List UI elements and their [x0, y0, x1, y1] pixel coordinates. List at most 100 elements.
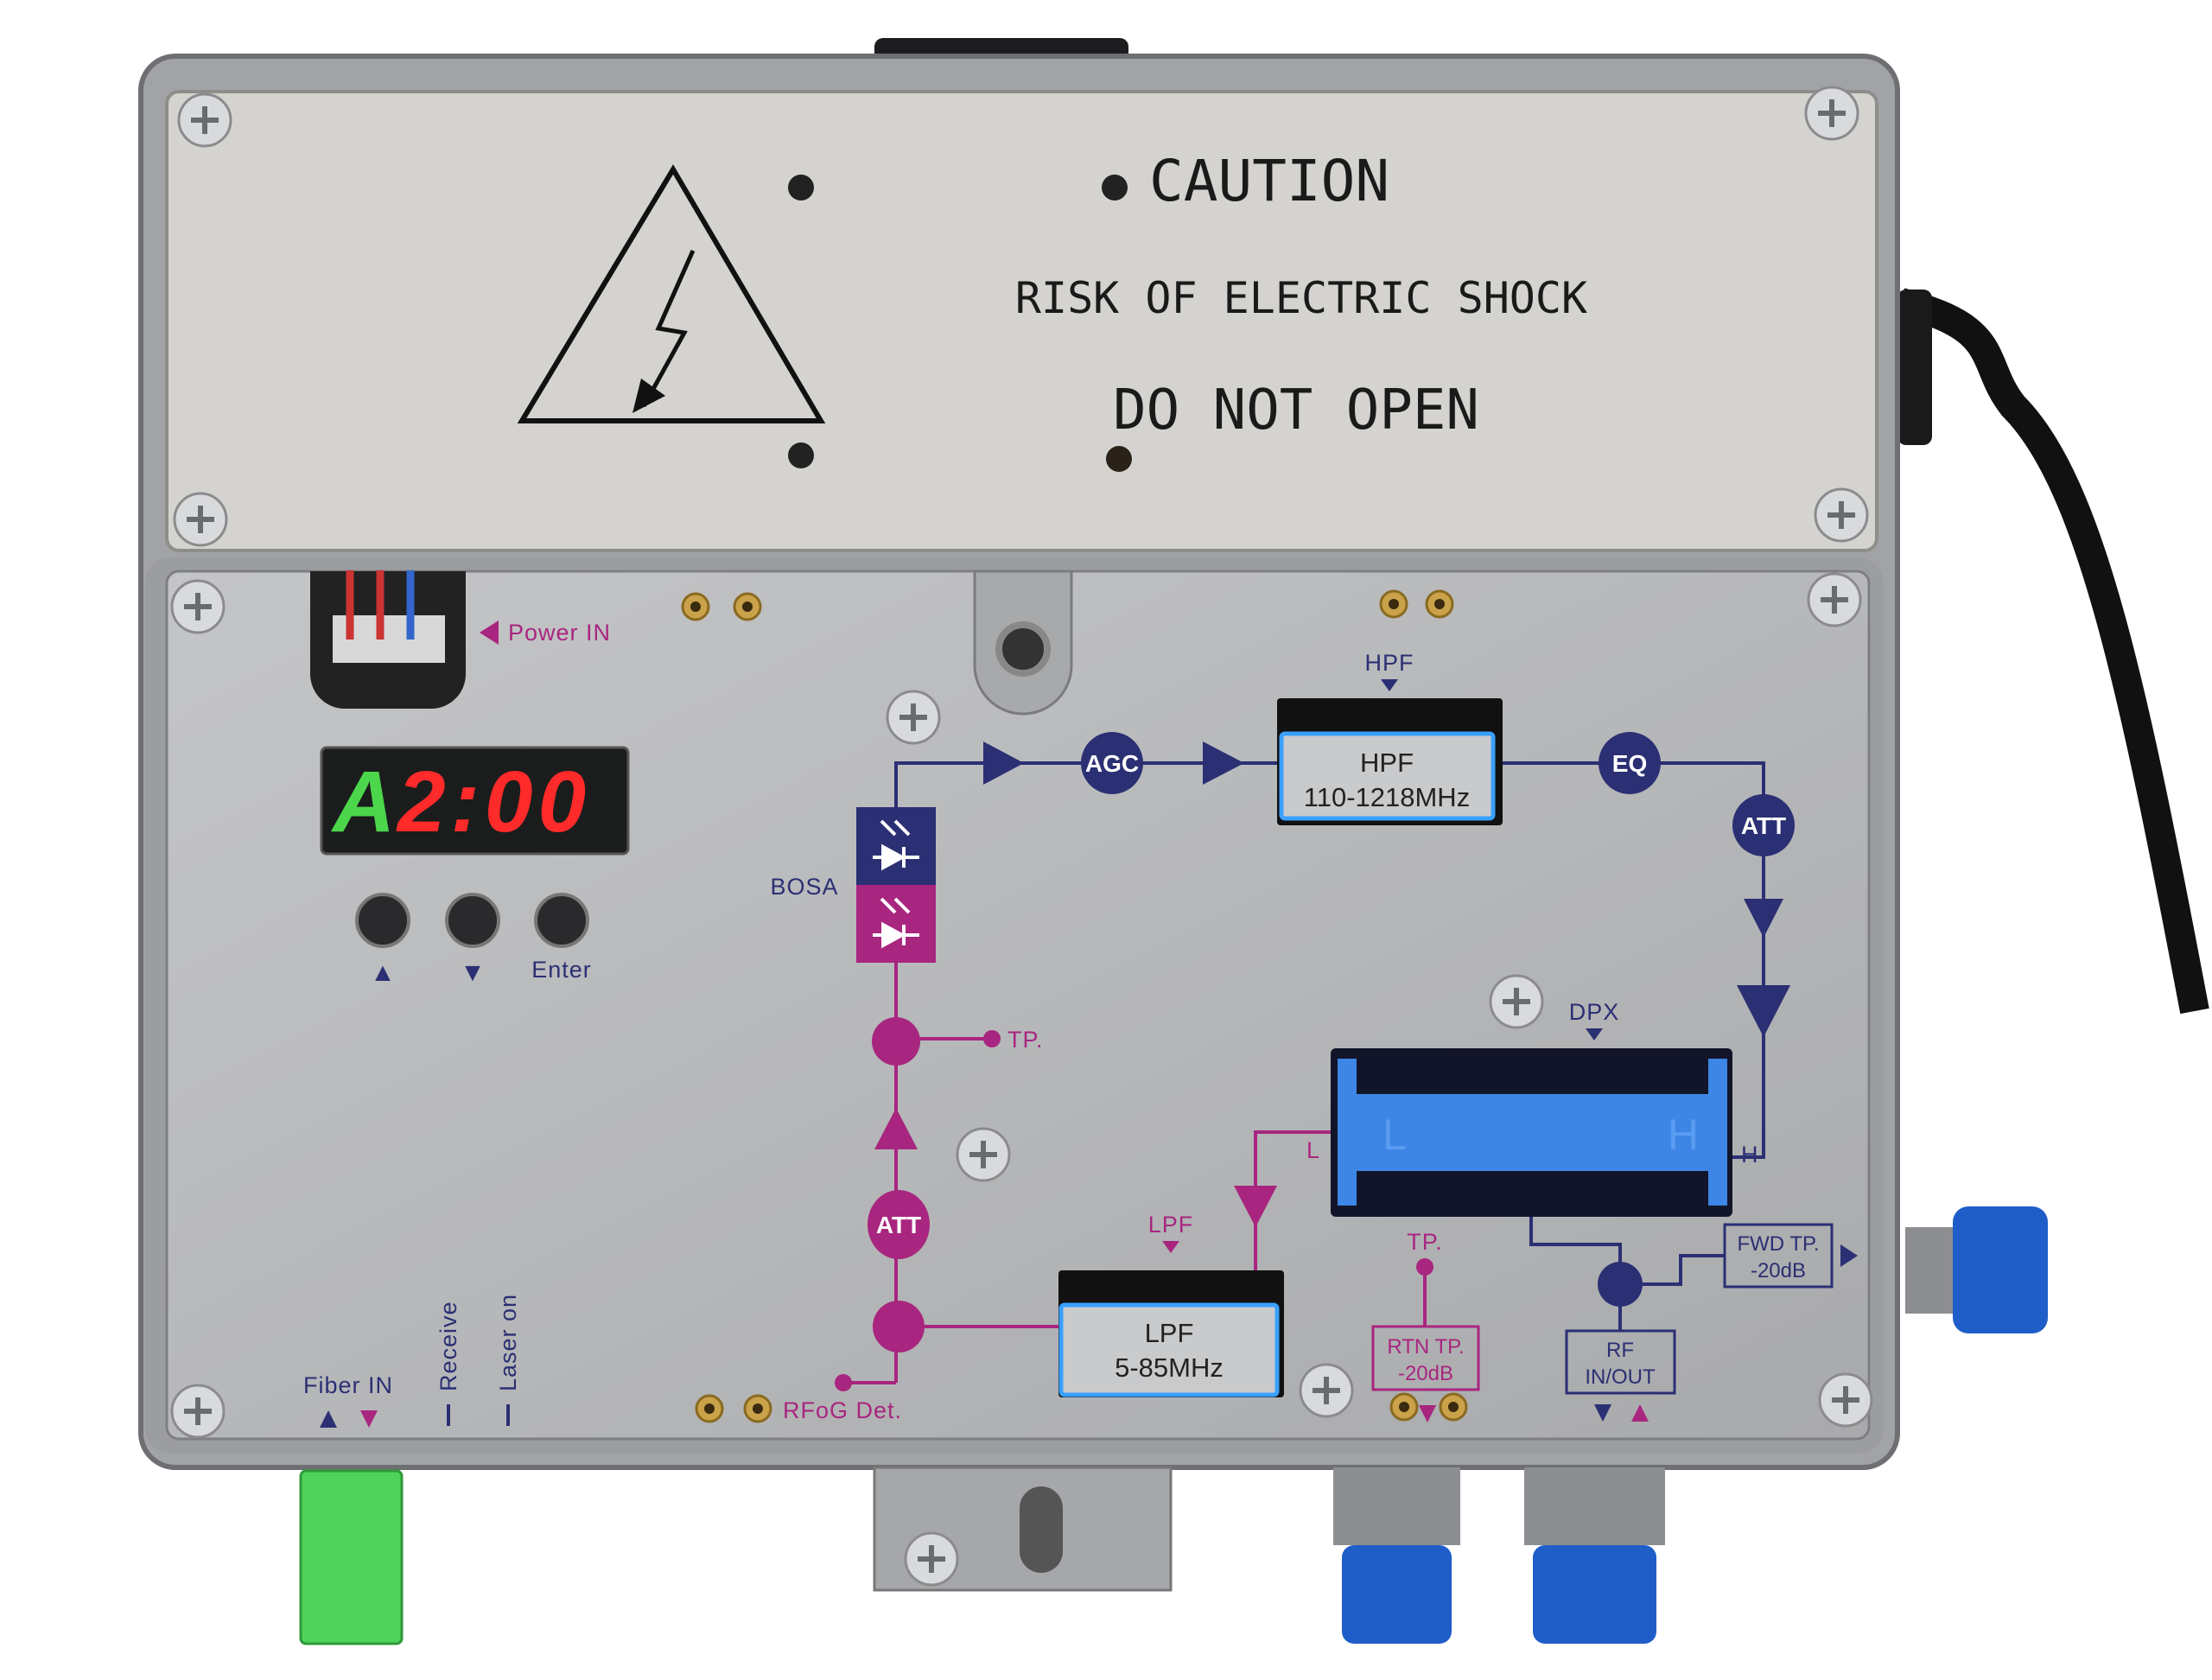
eq-block — [1599, 732, 1661, 794]
tp-dot — [983, 1030, 1001, 1047]
bosa-receiver — [856, 807, 936, 885]
rtn-tp-label: RTN TP. — [1387, 1335, 1464, 1359]
screw-icon — [172, 581, 224, 633]
lpf-label: LPF — [1148, 1212, 1194, 1238]
forward-att-block — [1732, 794, 1795, 856]
photodiode-icon — [873, 819, 919, 871]
forward-coupler-icon — [1598, 1262, 1643, 1307]
return-amp-icon — [1234, 1186, 1277, 1227]
screw-icon — [1806, 87, 1858, 139]
rtn-tp-level: -20dB — [1398, 1362, 1453, 1385]
dpx-h-label: H — [1741, 1142, 1759, 1168]
fiber-up-arrow-icon — [320, 1410, 337, 1428]
cover-hole — [788, 442, 814, 468]
lightning-arrowhead-icon — [632, 379, 665, 413]
enter-button[interactable] — [534, 893, 589, 948]
fwd-tp-level: -20dB — [1751, 1259, 1806, 1282]
dpx-insert-l: L — [1382, 1110, 1407, 1159]
test-point-pin[interactable] — [681, 592, 710, 621]
rf-port-connector[interactable] — [1524, 1467, 1665, 1644]
caution-heading: CAUTION — [1149, 148, 1389, 214]
test-point-pin[interactable] — [1379, 589, 1408, 619]
tp-dot — [1416, 1258, 1433, 1276]
lightning-bolt-icon — [641, 249, 696, 408]
hpf-module[interactable] — [1279, 731, 1496, 821]
up-button[interactable] — [355, 893, 410, 948]
display-mode-char: A — [330, 754, 395, 850]
lpf-module[interactable] — [1058, 1302, 1280, 1397]
return-coupler-icon — [872, 1017, 920, 1066]
dpx-pointer-icon — [1586, 1028, 1603, 1040]
test-point-pin[interactable] — [1425, 589, 1454, 619]
laser-diode-icon — [873, 897, 919, 949]
rfog-det-pin[interactable] — [695, 1394, 724, 1423]
rtn-tp-pin[interactable] — [1389, 1392, 1419, 1422]
rf-inout-box — [1565, 1329, 1676, 1395]
fwd-tp-box — [1723, 1223, 1834, 1289]
upper-tp-label: TP. — [1007, 1027, 1044, 1053]
forward-att-label: ATT — [1741, 812, 1786, 839]
return-att-block — [868, 1190, 930, 1259]
power-in-arrow-icon — [480, 620, 499, 645]
fiber-in-label: Fiber IN — [303, 1372, 393, 1398]
cover-hole — [788, 175, 814, 200]
power-connector[interactable] — [310, 570, 466, 709]
screw-icon — [179, 94, 231, 146]
rf-port-connector[interactable] — [1333, 1467, 1460, 1644]
down-button[interactable] — [445, 893, 500, 948]
test-point-pin[interactable] — [733, 592, 762, 621]
fiber-sc-apc-connector[interactable] — [299, 1469, 404, 1645]
laser-on-led-label: Laser on — [495, 1294, 521, 1391]
enter-button-label: Enter — [531, 957, 592, 983]
rtn-tp-box — [1371, 1325, 1480, 1391]
screw-icon — [172, 1385, 224, 1437]
dpx-l-label: L — [1306, 1137, 1320, 1163]
rtn-tp-pin[interactable] — [1439, 1392, 1468, 1422]
lpf-module-range: 5-85MHz — [1115, 1352, 1224, 1383]
bosa-transmitter — [856, 885, 936, 963]
rf-out-arrow-icon — [1594, 1404, 1611, 1422]
screw-icon — [906, 1533, 957, 1585]
power-cable — [1897, 288, 2209, 1015]
rf-in-arrow-icon — [1631, 1404, 1649, 1422]
cover-hole — [1106, 446, 1132, 472]
dpx-module-side — [1338, 1059, 1357, 1206]
screw-icon — [957, 1129, 1009, 1180]
lpf-pointer-icon — [1162, 1241, 1179, 1253]
rfog-det-label: RFoG Det. — [783, 1397, 902, 1423]
rf-label: RF — [1606, 1339, 1634, 1362]
cover-hole — [1102, 175, 1128, 200]
dpx-label: DPX — [1569, 999, 1620, 1025]
rf-inout-label: IN/OUT — [1585, 1365, 1656, 1389]
agc-label: AGC — [1085, 750, 1139, 777]
screw-icon — [1808, 574, 1860, 626]
return-amp-icon — [874, 1108, 918, 1149]
bosa-label: BOSA — [770, 874, 838, 900]
fwd-tp-label: FWD TP. — [1737, 1232, 1819, 1256]
hpf-module-range: 110-1218MHz — [1304, 782, 1470, 812]
receive-led-label: Receive — [435, 1301, 461, 1391]
side-rf-connector[interactable] — [1905, 1206, 2048, 1333]
agc-block — [1081, 732, 1143, 794]
forward-amp-icon — [983, 741, 1024, 785]
hpf-label: HPF — [1365, 650, 1414, 676]
dpx-module[interactable] — [1338, 1094, 1727, 1171]
fiber-down-arrow-icon — [360, 1410, 378, 1428]
mount-hole — [995, 621, 1051, 677]
warning-line-1: RISK OF ELECTRIC SHOCK — [1015, 273, 1587, 323]
dpx-module-side — [1708, 1059, 1727, 1206]
dpx-insert-h: H — [1668, 1110, 1699, 1159]
return-splitter-icon — [873, 1301, 925, 1352]
down-button-label: ▼ — [460, 958, 486, 987]
mount-slot — [1020, 1486, 1063, 1573]
top-cover — [165, 90, 1878, 552]
cable-gland — [1897, 290, 1932, 445]
forward-amp-icon — [1203, 741, 1244, 785]
screw-icon — [1491, 976, 1542, 1028]
lower-tp-label: TP. — [1407, 1229, 1443, 1255]
hpf-pointer-icon — [1381, 679, 1398, 691]
rfog-det-pin[interactable] — [743, 1394, 772, 1423]
screw-icon — [1820, 1374, 1872, 1426]
screw-icon — [175, 493, 226, 545]
screw-icon — [1815, 489, 1867, 541]
